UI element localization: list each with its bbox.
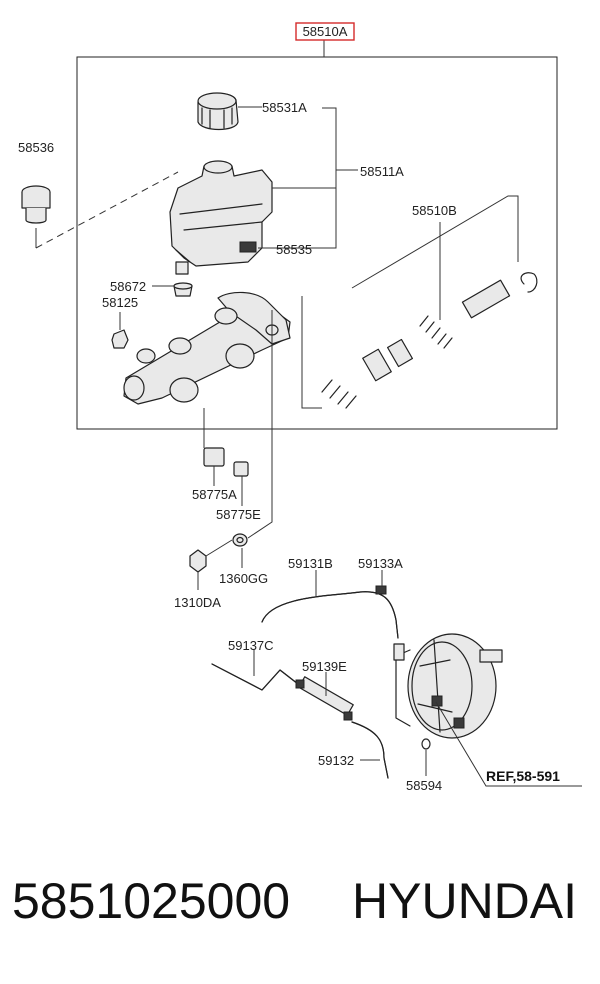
label-hose-b[interactable]: 59131B bbox=[288, 556, 333, 571]
label-bleeder[interactable]: 58125 bbox=[102, 295, 138, 310]
label-nut[interactable]: 1310DA bbox=[174, 595, 221, 610]
piston-kit[interactable] bbox=[321, 272, 538, 409]
grommet[interactable] bbox=[21, 185, 51, 224]
plug-58775e[interactable] bbox=[233, 461, 249, 477]
hose-59131b[interactable] bbox=[261, 591, 399, 639]
part-number: 5851025000 bbox=[12, 873, 291, 929]
label-assembly[interactable]: 58510A bbox=[303, 24, 348, 39]
washer[interactable] bbox=[232, 533, 248, 547]
clamp-59133a[interactable] bbox=[375, 585, 387, 595]
check-valve[interactable] bbox=[295, 676, 354, 721]
brand-name: HYUNDAI bbox=[352, 873, 578, 929]
label-sensor[interactable]: 58535 bbox=[276, 242, 312, 257]
assembly-frame bbox=[76, 56, 558, 430]
label-hose-c[interactable]: 59137C bbox=[228, 638, 274, 653]
brake-booster[interactable] bbox=[393, 633, 503, 739]
label-valve[interactable]: 59139E bbox=[302, 659, 347, 674]
assembly-label-box bbox=[295, 22, 355, 41]
label-hose-132[interactable]: 59132 bbox=[318, 753, 354, 768]
nut[interactable] bbox=[189, 549, 207, 573]
reservoir-cap[interactable] bbox=[197, 92, 239, 131]
bleeder-screw[interactable] bbox=[111, 329, 129, 349]
label-plug-e[interactable]: 58775E bbox=[216, 507, 261, 522]
label-plug-a[interactable]: 58775A bbox=[192, 487, 237, 502]
gasket[interactable] bbox=[421, 738, 431, 750]
label-piston-kit[interactable]: 58510B bbox=[412, 203, 457, 218]
label-cap[interactable]: 58531A bbox=[262, 100, 307, 115]
seal[interactable] bbox=[173, 282, 193, 297]
label-grommet[interactable]: 58536 bbox=[18, 140, 54, 155]
label-washer[interactable]: 1360GG bbox=[219, 571, 268, 586]
label-clamp[interactable]: 59133A bbox=[358, 556, 403, 571]
label-gasket[interactable]: 58594 bbox=[406, 778, 442, 793]
label-seal[interactable]: 58672 bbox=[110, 279, 146, 294]
label-reservoir[interactable]: 58511A bbox=[360, 164, 404, 179]
label-booster-ref[interactable]: REF,58-591 bbox=[486, 768, 560, 784]
master-cylinder[interactable] bbox=[123, 291, 291, 405]
reservoir-tank[interactable] bbox=[169, 160, 273, 275]
plug-58775a[interactable] bbox=[203, 447, 225, 467]
